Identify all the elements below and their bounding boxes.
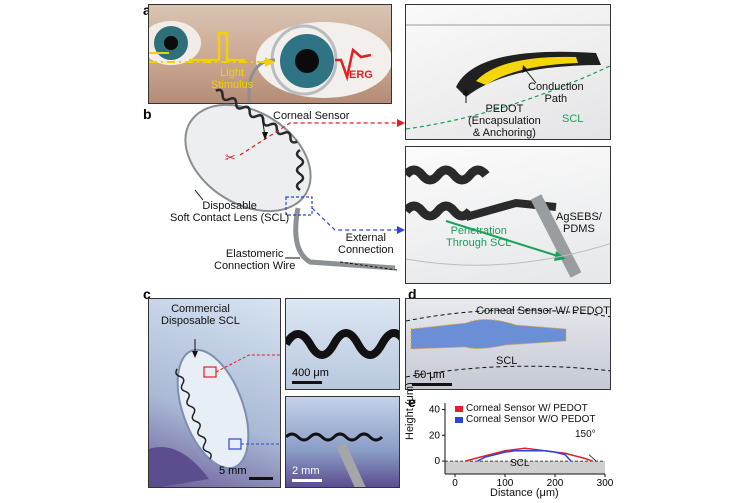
panel-letter-c: c bbox=[143, 286, 151, 302]
y-tick-label: 0 bbox=[434, 456, 440, 467]
scale-5mm-label: 5 mm bbox=[219, 465, 247, 477]
commercial-scl-photo: Commercial Disposable SCL 5 mm bbox=[148, 298, 281, 488]
scl-base-label: SCL bbox=[510, 458, 530, 469]
scale-2mm-label: 2 mm bbox=[292, 465, 320, 477]
sensor-zoom-photo-top: 400 μm bbox=[285, 298, 400, 390]
pedot-label: PEDOT (Encapsulation & Anchoring) bbox=[468, 103, 541, 139]
x-tick-label: 100 bbox=[497, 478, 514, 489]
pedot-cross-section: Corneal Sensor W/ PEDOT SCL 50 μm bbox=[405, 298, 611, 390]
x-tick-label: 200 bbox=[547, 478, 564, 489]
angle-marker bbox=[588, 454, 597, 462]
legend-without-pedot: Corneal Sensor W/O PEDOT bbox=[466, 414, 596, 425]
scale-50um-label: 50 μm bbox=[414, 369, 445, 381]
scale-bar-5mm bbox=[249, 477, 273, 480]
series-line-0 bbox=[464, 447, 593, 462]
legend-swatch-1 bbox=[455, 417, 463, 423]
penetration-detail: Penetration Through SCL AgSEBS/ PDMS bbox=[405, 146, 611, 284]
zoom-top-drawing bbox=[286, 329, 399, 359]
scl-base-region bbox=[445, 461, 605, 474]
eye-illustration: Light Stimulus ERG bbox=[148, 4, 392, 104]
sensor-pedot-label: Corneal Sensor W/ PEDOT bbox=[476, 305, 610, 317]
eye-drawing bbox=[149, 21, 391, 103]
scale-bar-400um bbox=[292, 381, 322, 384]
erg-label: ERG bbox=[349, 69, 373, 81]
external-connection-label: External Connection bbox=[338, 232, 394, 256]
scale-bar-50um bbox=[412, 383, 452, 386]
x-tick-label: 0 bbox=[452, 478, 458, 489]
corneal-sensor-label: Corneal Sensor bbox=[273, 110, 350, 122]
commercial-scl-label: Commercial Disposable SCL bbox=[161, 303, 240, 327]
conduction-detail-drawing bbox=[406, 24, 610, 130]
zoom-bottom-drawing bbox=[286, 432, 384, 487]
scl-photo-drawing bbox=[149, 339, 280, 487]
light-stimulus-label: Light Stimulus bbox=[211, 67, 254, 91]
panel-letter-e: e bbox=[408, 394, 416, 410]
x-tick-label: 300 bbox=[597, 478, 614, 489]
legend-with-pedot: Corneal Sensor W/ PEDOT bbox=[466, 403, 588, 414]
y-tick-label: 40 bbox=[429, 404, 441, 415]
y-axis-label: Height (μm) bbox=[404, 382, 416, 440]
scl-cross-label: SCL bbox=[496, 355, 518, 367]
angle-label: 150° bbox=[575, 429, 596, 440]
legend-swatch-0 bbox=[455, 406, 463, 412]
conduction-path-label: Conduction Path bbox=[528, 81, 584, 105]
panel-letter-a: a bbox=[143, 2, 151, 18]
scale-400um-label: 400 μm bbox=[292, 367, 329, 379]
x-axis-label: Distance (μm) bbox=[490, 487, 559, 499]
sensor-zoom-photo-bottom: 2 mm bbox=[285, 396, 400, 488]
disposable-scl-label: Disposable Soft Contact Lens (SCL) bbox=[170, 200, 290, 224]
panel-letter-d: d bbox=[408, 286, 417, 302]
series-line-1 bbox=[477, 450, 572, 462]
scale-bar-2mm bbox=[292, 479, 322, 482]
conduction-path-detail: Conduction Path PEDOT (Encapsulation & A… bbox=[405, 4, 611, 140]
penetration-detail-drawing bbox=[406, 165, 610, 278]
agsebs-label: AgSEBS/ PDMS bbox=[556, 211, 602, 235]
connection-wire-label: Elastomeric Connection Wire bbox=[214, 248, 296, 272]
scl-detail-label: SCL bbox=[562, 113, 584, 125]
panel-letter-b: b bbox=[143, 106, 152, 122]
y-tick-label: 20 bbox=[429, 430, 441, 441]
cross-section-drawing bbox=[406, 309, 610, 378]
penetration-label: Penetration Through SCL bbox=[446, 225, 512, 249]
